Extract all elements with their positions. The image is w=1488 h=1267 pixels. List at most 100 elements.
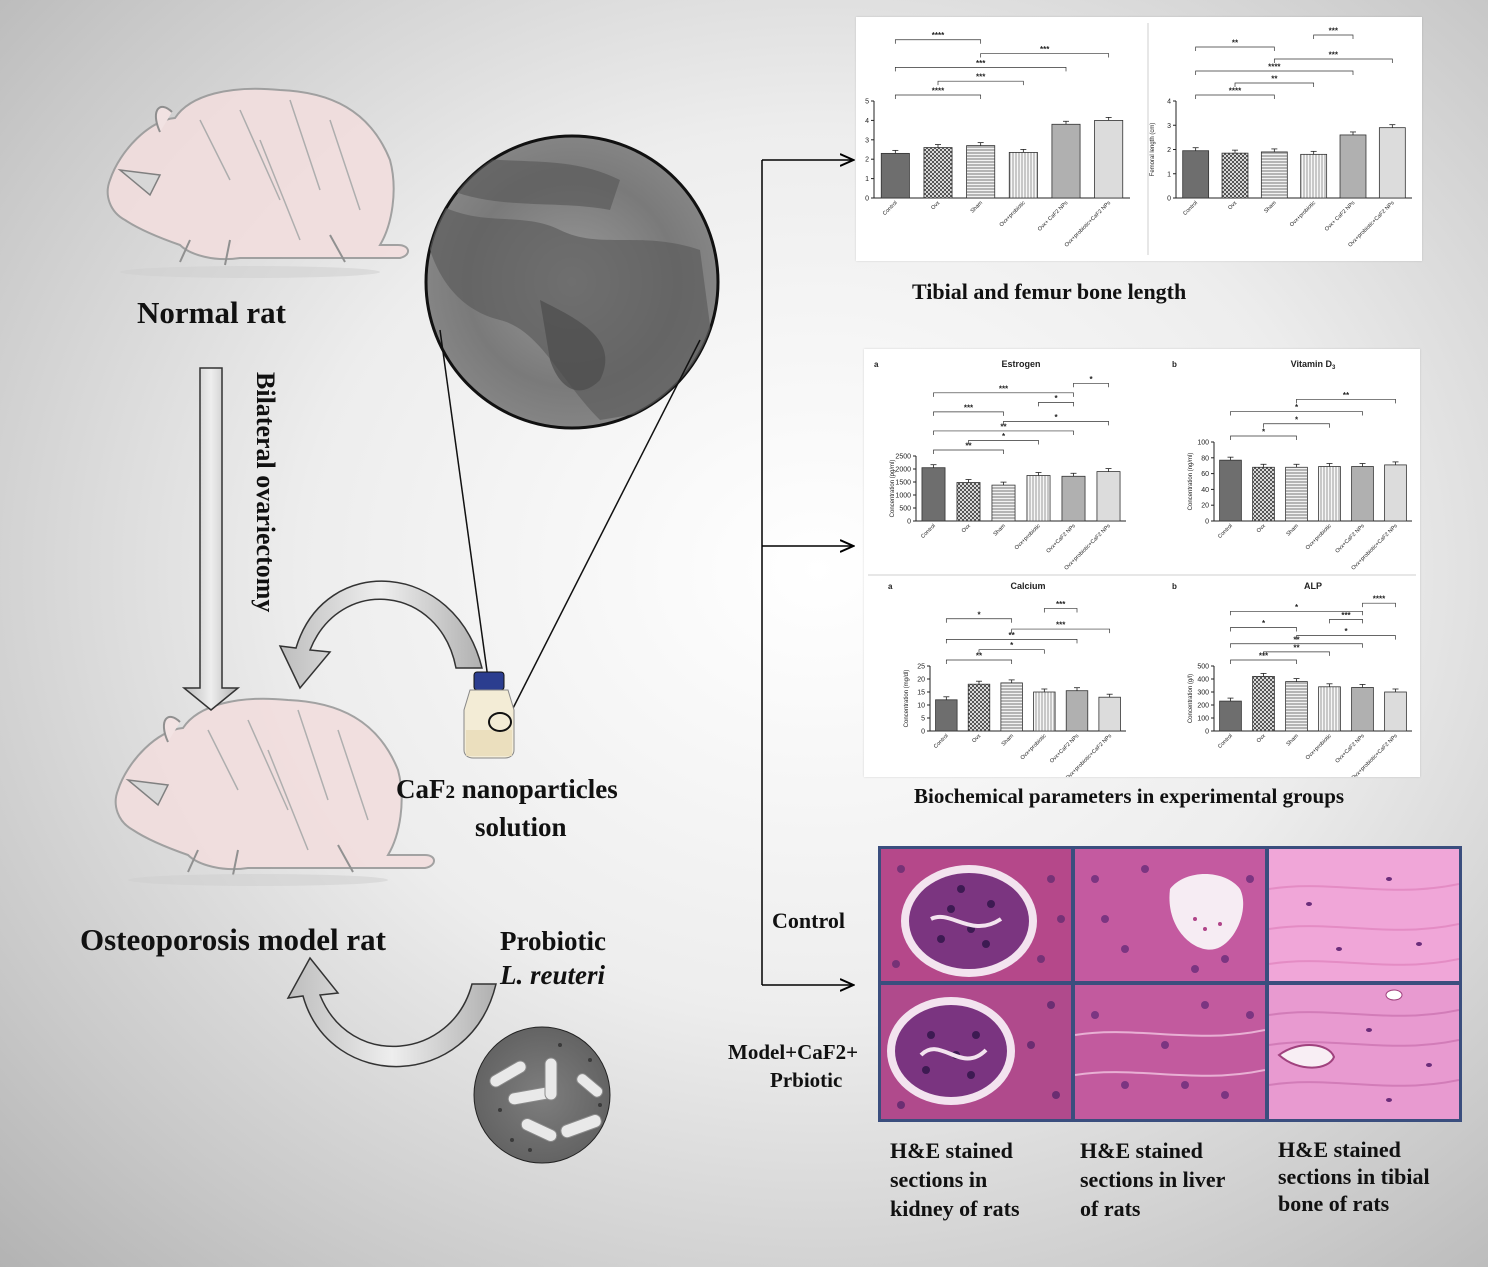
- significance-label: **: [1000, 422, 1007, 431]
- row-label-model-line2: Prbiotic: [770, 1068, 843, 1092]
- category-label: Ovx: [1227, 200, 1238, 211]
- significance-bracket: [933, 430, 1074, 435]
- tem-image: [424, 134, 720, 723]
- y-tick-label: 3: [1167, 123, 1171, 130]
- significance-label: *: [1262, 428, 1266, 437]
- bar: [1065, 690, 1089, 732]
- y-tick-label: 0: [921, 729, 925, 736]
- probiotic-curved-arrow: [286, 956, 497, 1068]
- significance-bracket: [1296, 398, 1396, 404]
- bar: [1051, 123, 1081, 199]
- category-label: Ovx+probiotic: [1289, 200, 1317, 228]
- significance-bracket: [1362, 602, 1396, 608]
- significance-label: *: [1295, 403, 1299, 412]
- caf2-label-line2: solution: [475, 812, 567, 842]
- significance-label: ***: [1056, 600, 1066, 609]
- category-label: Ovx+probiotic+CaF2 NPs: [1064, 200, 1113, 249]
- significance-label: ***: [1329, 27, 1339, 36]
- category-label: Ovx+CaF2 NPs: [1046, 523, 1078, 555]
- significance-bracket: [1230, 610, 1363, 616]
- y-tick-label: 0: [1167, 196, 1171, 203]
- category-label: Ovx+probiotic: [1305, 733, 1333, 761]
- panel-letter: b: [1172, 360, 1177, 369]
- bar: [1219, 459, 1242, 522]
- bar: [1221, 152, 1249, 199]
- y-tick-label: 1: [865, 176, 869, 183]
- y-tick-label: 0: [907, 519, 911, 526]
- category-label: Ovx+CaF2 NPs: [1335, 523, 1367, 555]
- bar: [966, 145, 996, 199]
- significance-bracket: [1273, 58, 1393, 63]
- significance-bracket: [1263, 651, 1330, 656]
- probiotic-species-label: L. reuteri: [500, 960, 605, 990]
- significance-label: *: [1344, 627, 1348, 636]
- y-tick-label: 10: [917, 703, 925, 710]
- y-tick-label: 15: [917, 690, 925, 697]
- category-label: Ovx: [1256, 523, 1267, 534]
- panel-letter: a: [888, 582, 893, 591]
- sem-image: [473, 1026, 611, 1164]
- category-label: Control: [1182, 200, 1199, 217]
- caf2-curved-arrow: [278, 580, 483, 690]
- y-tick-label: 0: [865, 196, 869, 203]
- significance-label: **: [965, 442, 972, 451]
- y-axis-label: Concentration (pg/ml): [890, 460, 896, 518]
- significance-label: *: [1054, 413, 1058, 422]
- histology-kidney-control: [878, 846, 1074, 984]
- y-tick-label: 5: [865, 99, 869, 106]
- category-label: Control: [1217, 733, 1234, 750]
- category-label: Ovx: [930, 200, 941, 211]
- bar: [880, 152, 910, 199]
- category-label: Ovx+ CaF2 NPs: [1037, 200, 1070, 233]
- category-label: Sham: [1286, 523, 1301, 538]
- bar: [991, 484, 1016, 522]
- y-axis-label: Concentration (ng/ml): [1188, 453, 1194, 511]
- y-tick-label: 20: [1201, 503, 1209, 510]
- chart-title: Estrogen: [1001, 359, 1040, 369]
- category-label: Ovx+probiotic: [1014, 523, 1042, 551]
- category-label: Ovx+ CaF2 NPs: [1324, 200, 1357, 233]
- significance-label: **: [1293, 643, 1300, 652]
- y-tick-label: 1500: [895, 480, 911, 487]
- y-tick-label: 2: [1167, 147, 1171, 154]
- significance-bracket: [1195, 70, 1354, 75]
- significance-bracket: [1313, 34, 1354, 39]
- biochem-caption: Biochemical parameters in experimental g…: [914, 784, 1345, 808]
- category-label: Ovx: [971, 733, 982, 744]
- bar: [1318, 466, 1341, 522]
- results-bracket: [761, 160, 852, 985]
- bar: [1351, 687, 1374, 732]
- category-label: Sham: [1001, 733, 1016, 748]
- category-label: Ovx+probiotic: [999, 200, 1027, 228]
- bar: [1096, 471, 1121, 522]
- y-tick-label: 200: [1197, 703, 1209, 710]
- significance-bracket: [1234, 82, 1315, 87]
- osteoporosis-rat-label: Osteoporosis model rat: [80, 922, 386, 957]
- y-tick-label: 80: [1201, 455, 1209, 462]
- histology-liver-control: [1072, 846, 1268, 984]
- significance-label: **: [1009, 631, 1016, 640]
- significance-label: ***: [964, 403, 974, 412]
- significance-label: *: [1089, 375, 1093, 384]
- significance-bracket: [894, 39, 982, 44]
- row-label-control: Control: [772, 908, 845, 933]
- bar: [1339, 134, 1367, 199]
- significance-label: **: [1271, 75, 1278, 84]
- ovariectomy-label: Bilateral ovariectomy: [251, 372, 280, 613]
- significance-label: ****: [1373, 595, 1386, 604]
- significance-label: **: [1232, 39, 1239, 48]
- bar: [956, 482, 981, 522]
- osteoporosis-rat-illustration: [114, 697, 435, 886]
- histology-liver-model: [1072, 982, 1268, 1122]
- significance-label: *: [1054, 394, 1058, 403]
- significance-bracket: [933, 411, 1004, 416]
- probiotic-label: Probiotic: [500, 926, 606, 956]
- significance-bracket: [945, 618, 1013, 623]
